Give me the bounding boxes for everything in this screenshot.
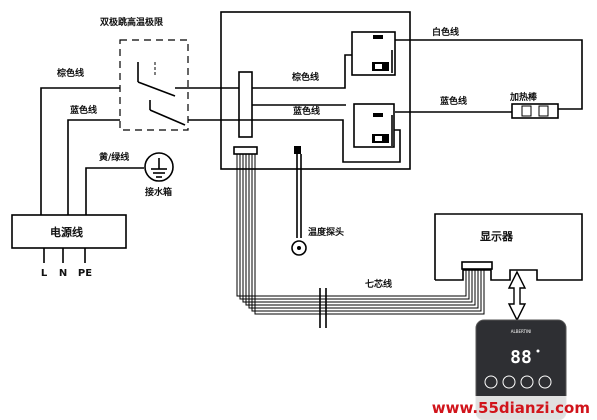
label-blue-wire-right: 蓝色线 (293, 105, 320, 117)
panel-down-button[interactable] (520, 375, 534, 389)
power-cord-box (11, 214, 127, 249)
label-terminal-n: N (59, 268, 67, 279)
terminal-strip (238, 71, 253, 138)
label-terminal-l: L (41, 268, 48, 279)
label-brown-wire-left: 棕色线 (56, 67, 84, 79)
label-display: 显示器 (480, 230, 514, 243)
label-blue-wire-heater: 蓝色线 (440, 95, 467, 107)
seven-core-cable (236, 154, 485, 328)
relay-top (351, 31, 396, 76)
label-thermal-cutoff: 双极跳高温极限 (100, 16, 164, 28)
thermal-cutoff-switch (119, 39, 189, 131)
label-yellow-green-wire: 黄/绿线 (99, 151, 129, 163)
ground-symbol (144, 152, 174, 182)
display-box (434, 213, 583, 281)
heater-rod (511, 103, 559, 119)
label-water-tank: 接水箱 (145, 186, 172, 198)
label-brown-wire-right: 棕色线 (291, 71, 319, 83)
panel-power-button[interactable] (484, 375, 498, 389)
label-terminal-pe: PE (78, 268, 92, 279)
label-seven-core-wire: 七芯线 (365, 278, 392, 290)
label-power-cord: 电源线 (50, 225, 83, 239)
panel-readout: 88 (510, 347, 532, 368)
controller-box (220, 11, 411, 170)
display-connector (461, 261, 493, 270)
relay-bottom (353, 103, 395, 148)
double-arrow (507, 270, 527, 322)
panel-up-button[interactable] (502, 375, 516, 389)
label-heater: 加热棒 (509, 91, 538, 103)
label-temp-probe: 温度探头 (308, 226, 344, 238)
control-panel: ALBERTINI 88 (475, 319, 567, 420)
label-white-wire: 白色线 (432, 26, 459, 38)
temperature-probe (291, 146, 307, 256)
panel-mode-button[interactable] (538, 375, 552, 389)
panel-brand: ALBERTINI (511, 329, 532, 334)
watermark: www.55dianzi.com (432, 399, 590, 417)
label-blue-wire-left: 蓝色线 (70, 104, 97, 116)
seven-pin-connector (233, 146, 258, 155)
